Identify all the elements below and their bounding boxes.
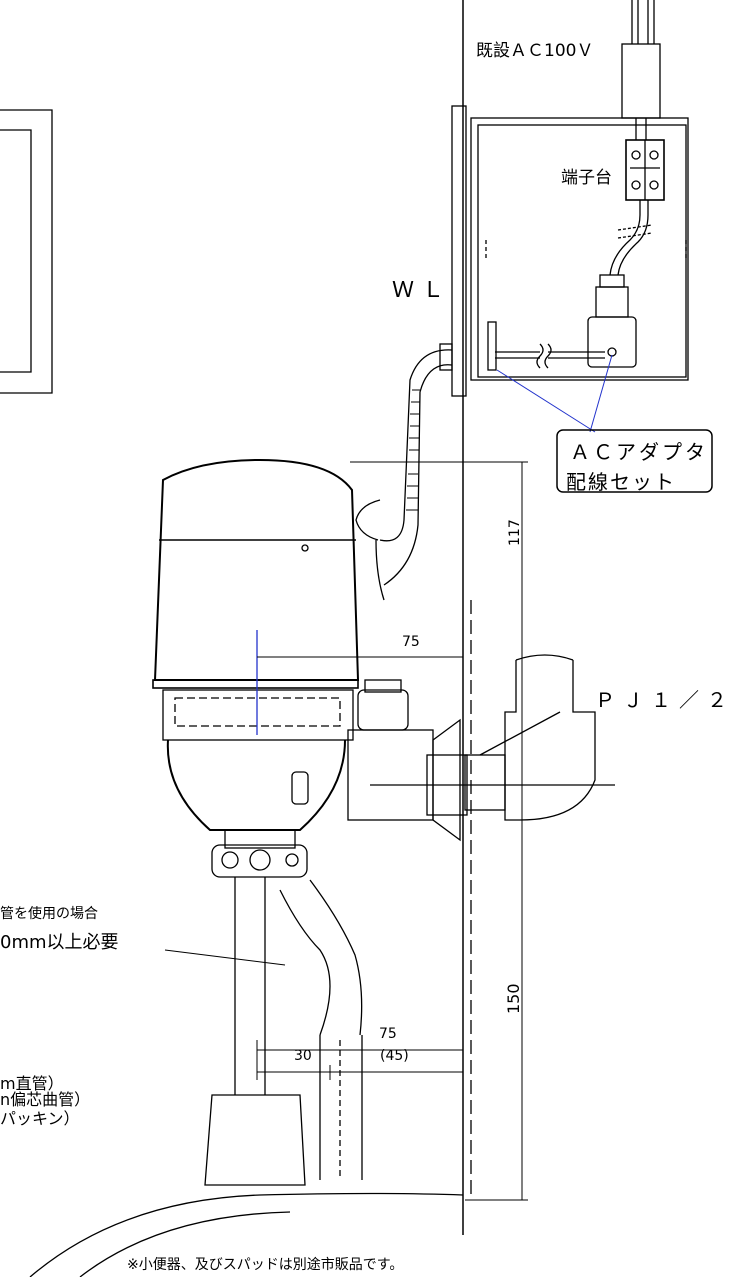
straight-pipe-label: m直管） (0, 1074, 64, 1093)
urinal-outline (29, 1192, 464, 1277)
power-cable (621, 0, 661, 140)
footnote: ※小便器、及びスパッドは別途市販品です。 (127, 1257, 404, 1273)
wl-label: ＷＬ (392, 278, 453, 303)
dimension-75-top: 75 (402, 634, 420, 650)
adapter-cable (487, 200, 653, 371)
dimension-30: 30 (294, 1048, 312, 1064)
pj-label: ＰＪ１／２ (595, 688, 735, 712)
offset-pipe-label: n偏芯曲管） (0, 1090, 91, 1109)
elbow-pipe (479, 654, 596, 821)
wall-line (462, 0, 472, 1235)
dimension-45: (45) (380, 1048, 409, 1064)
flex-conduit (355, 343, 453, 601)
ac100v-label: 既設ＡＣ100Ｖ (476, 41, 594, 61)
bend-note-line1: 管を使用の場合 (0, 906, 98, 922)
adapter-label-box (556, 429, 713, 493)
spud (204, 1094, 306, 1186)
terminal-block (625, 139, 665, 201)
flush-valve-body (152, 458, 360, 878)
bend-note-line2: 0mm以上必要 (0, 932, 119, 953)
dimension-75-bottom: 75 (379, 1026, 397, 1042)
wall-panel (0, 109, 53, 394)
dimension-lines (164, 461, 528, 1201)
dimension-150: 150 (504, 983, 523, 1014)
flush-valve-installation-drawing (0, 0, 713, 1277)
lower-pipe (234, 877, 363, 1180)
adapter-label-line1: ＡＣアダプタ (570, 440, 708, 464)
dimension-117: 117 (507, 519, 523, 546)
electrical-box (451, 105, 689, 397)
adapter-label-line2: 配線セット (566, 470, 676, 494)
adapter-leader-lines (496, 354, 613, 433)
packing-label: パッキン） (0, 1109, 80, 1128)
terminal-block-label: 端子台 (561, 168, 612, 188)
stop-valve (347, 679, 615, 842)
